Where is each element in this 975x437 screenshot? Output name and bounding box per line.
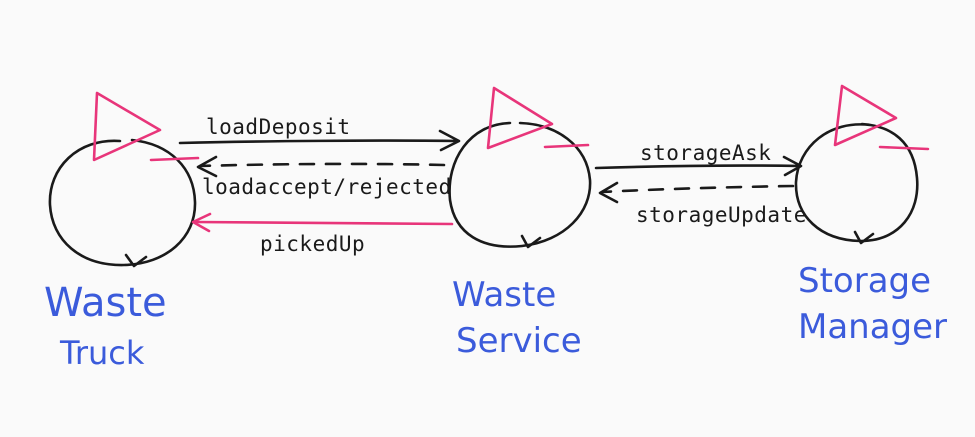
load-deposit-label: loadDeposit (206, 115, 351, 139)
waste-truck-arrowhead (124, 253, 148, 268)
storage-manager-arrowhead (853, 230, 875, 245)
storage-ask-label: storageAsk (640, 141, 771, 165)
waste-truck-circle (48, 138, 197, 267)
storage-ask-arrow (594, 155, 803, 177)
picked-up-arrow (192, 220, 454, 226)
waste-truck-pink-tick (149, 156, 200, 162)
storage-update-arrow (600, 184, 795, 194)
edge-storage-ask: storageAsk (594, 141, 803, 177)
actor-waste-truck (48, 91, 200, 268)
waste-service-circle (448, 121, 592, 248)
load-accept-arrow (198, 162, 446, 168)
waste-truck-label-line1: Waste (44, 280, 167, 326)
storage-manager-label-line1: Storage (798, 261, 931, 301)
label-storage-manager: Storage Manager (798, 261, 947, 347)
waste-truck-flag-icon (92, 91, 162, 162)
storage-manager-pink-tick (878, 145, 930, 151)
edge-picked-up: pickedUp (191, 212, 454, 256)
waste-truck-label-line2: Truck (59, 334, 145, 372)
actor-storage-manager (794, 84, 930, 245)
waste-service-arrowhead (520, 234, 542, 249)
label-waste-truck: Waste Truck (44, 280, 167, 372)
storage-manager-circle (794, 122, 919, 243)
waste-service-flag-icon (486, 86, 554, 150)
waste-service-label-line1: Waste (452, 275, 556, 315)
waste-service-pink-tick (543, 143, 590, 149)
storage-update-arrowhead (598, 181, 619, 204)
label-waste-service: Waste Service (452, 275, 582, 361)
waste-service-label-line2: Service (456, 321, 582, 361)
load-deposit-arrow (178, 129, 461, 152)
edge-storage-update: storageUpdate (598, 181, 807, 227)
picked-up-arrowhead (191, 212, 212, 233)
storage-manager-flag-icon (833, 84, 898, 147)
edge-load-accept: loadaccept/rejected (196, 155, 452, 199)
picked-up-label: pickedUp (260, 232, 365, 256)
actor-waste-service (448, 86, 592, 249)
edge-load-deposit: loadDeposit (178, 115, 461, 152)
load-accept-label: loadaccept/rejected (202, 175, 452, 199)
load-accept-arrowhead (196, 155, 218, 178)
storage-manager-label-line2: Manager (798, 307, 947, 347)
storage-update-label: storageUpdate (636, 203, 807, 227)
